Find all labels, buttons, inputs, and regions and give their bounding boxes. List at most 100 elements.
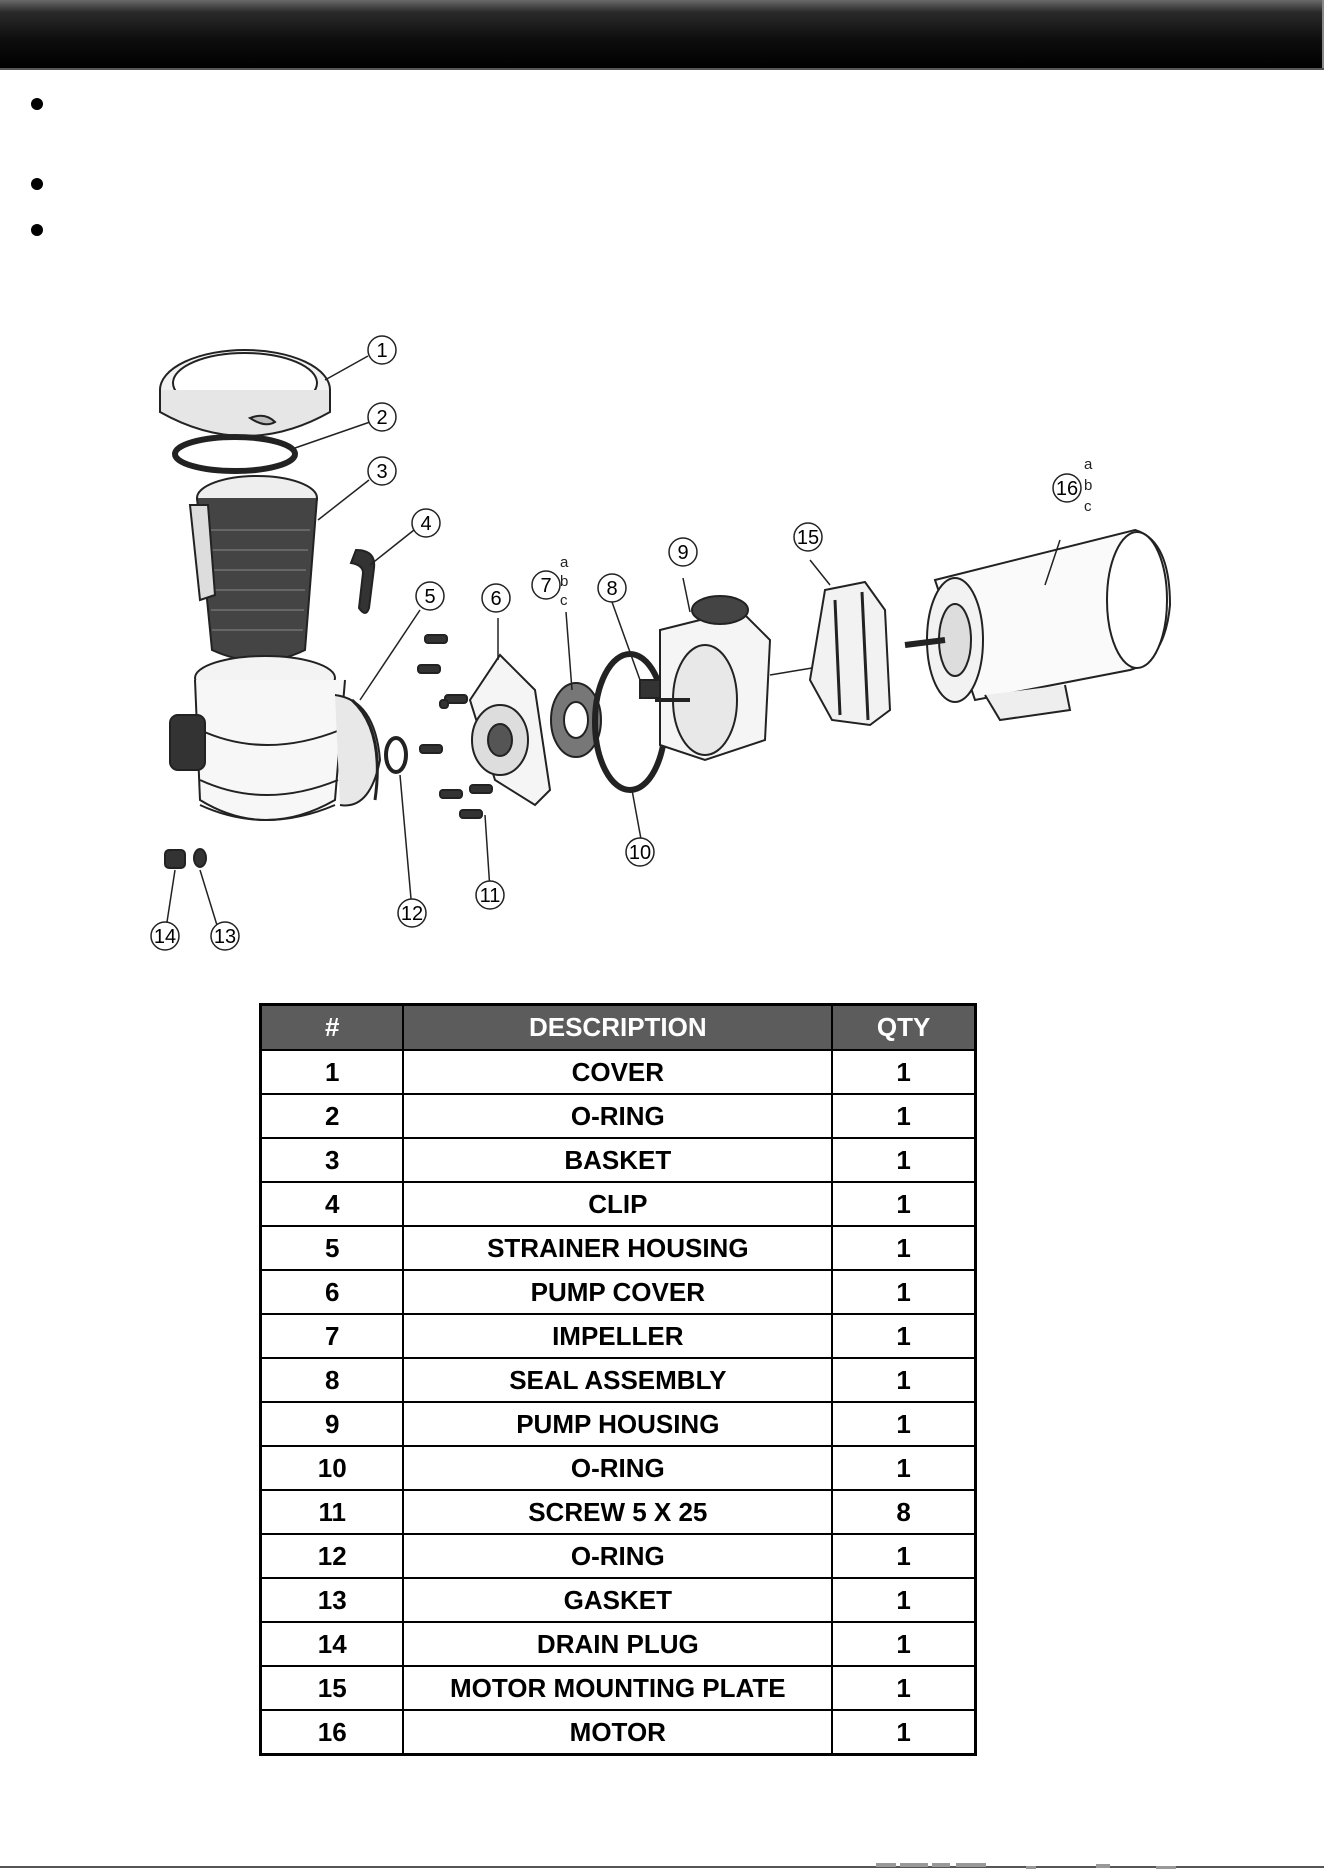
part-qty: 8 <box>831 1489 977 1535</box>
callout-5 <box>415 581 445 611</box>
part-impeller <box>550 682 602 758</box>
part-drain-plug <box>164 849 186 869</box>
part-number: 12 <box>259 1533 405 1579</box>
callout-4 <box>411 508 441 538</box>
callout-1 <box>367 335 397 365</box>
part-description: SEAL ASSEMBLY <box>402 1357 834 1403</box>
svg-text:5: 5 <box>424 586 435 608</box>
callout-8 <box>597 573 627 603</box>
part-number: 6 <box>259 1269 405 1315</box>
svg-text:3: 3 <box>376 461 387 483</box>
part-description: CLIP <box>402 1181 834 1227</box>
part-basket <box>188 475 318 662</box>
header-description: DESCRIPTION <box>402 1003 834 1051</box>
part-qty: 1 <box>831 1313 977 1359</box>
callout-10 <box>625 837 655 867</box>
callout-9 <box>668 537 698 567</box>
part-description: BASKET <box>402 1137 834 1183</box>
svg-text:13: 13 <box>214 926 236 948</box>
part-number: 13 <box>259 1577 405 1623</box>
part-number: 8 <box>259 1357 405 1403</box>
callout-11 <box>475 880 505 910</box>
part-o-ring-12 <box>384 736 408 774</box>
svg-text:11: 11 <box>480 885 501 907</box>
part-number: 3 <box>259 1137 405 1183</box>
part-o-ring-2 <box>172 434 298 474</box>
svg-text:4: 4 <box>420 513 431 535</box>
bullet-1 <box>31 98 43 110</box>
part-description: PUMP HOUSING <box>402 1401 834 1447</box>
exploded-pump-diagram: 1 2 3 4 5 6 7 8 9 10 11 12 13 14 15 16 a… <box>0 300 1324 980</box>
svg-text:10: 10 <box>629 842 651 864</box>
part-description: O-RING <box>402 1533 834 1579</box>
part-number: 2 <box>259 1093 405 1139</box>
callout-3 <box>367 456 397 486</box>
svg-text:15: 15 <box>797 527 819 549</box>
callout-13 <box>210 921 240 951</box>
footer-divider <box>0 1866 1324 1868</box>
part-pump-housing <box>655 595 772 762</box>
callout-14 <box>150 921 180 951</box>
part-qty: 1 <box>831 1269 977 1315</box>
bullet-3 <box>31 224 43 236</box>
part-cover <box>159 349 331 437</box>
part-o-ring-10 <box>592 651 668 793</box>
table-header-row: # DESCRIPTION QTY <box>259 1003 977 1051</box>
part-qty: 1 <box>831 1181 977 1227</box>
svg-text:c: c <box>1084 498 1092 515</box>
footer-marks <box>876 1863 1176 1869</box>
callout-12 <box>397 898 427 928</box>
part-number: 9 <box>259 1401 405 1447</box>
part-number: 1 <box>259 1049 405 1095</box>
part-description: MOTOR <box>402 1709 834 1756</box>
part-number: 7 <box>259 1313 405 1359</box>
part-qty: 1 <box>831 1709 977 1756</box>
part-description: PUMP COVER <box>402 1269 834 1315</box>
part-description: IMPELLER <box>402 1313 834 1359</box>
part-number: 16 <box>259 1709 405 1756</box>
part-strainer-housing <box>169 655 382 821</box>
header-qty: QTY <box>831 1003 977 1051</box>
svg-text:9: 9 <box>677 542 688 564</box>
part-qty: 1 <box>831 1093 977 1139</box>
part-description: SCREW 5 X 25 <box>402 1489 834 1535</box>
callout-15 <box>793 522 823 552</box>
svg-text:8: 8 <box>606 578 617 600</box>
part-clip <box>349 548 376 614</box>
bullet-2 <box>31 178 43 190</box>
callout-7 <box>531 570 561 600</box>
part-description: O-RING <box>402 1093 834 1139</box>
part-qty: 1 <box>831 1049 977 1095</box>
callout-6 <box>481 583 511 613</box>
svg-text:a: a <box>560 554 569 571</box>
svg-text:b: b <box>560 573 568 590</box>
part-qty: 1 <box>831 1137 977 1183</box>
part-qty: 1 <box>831 1401 977 1447</box>
part-qty: 1 <box>831 1445 977 1491</box>
part-motor <box>904 528 1172 722</box>
part-qty: 1 <box>831 1533 977 1579</box>
part-number: 10 <box>259 1445 405 1491</box>
callout-2 <box>367 402 397 432</box>
part-description: STRAINER HOUSING <box>402 1225 834 1271</box>
part-description: COVER <box>402 1049 834 1095</box>
part-qty: 1 <box>831 1621 977 1667</box>
part-description: GASKET <box>402 1577 834 1623</box>
svg-text:c: c <box>560 592 568 609</box>
part-qty: 1 <box>831 1665 977 1711</box>
part-number: 4 <box>259 1181 405 1227</box>
header-number: # <box>259 1003 405 1051</box>
